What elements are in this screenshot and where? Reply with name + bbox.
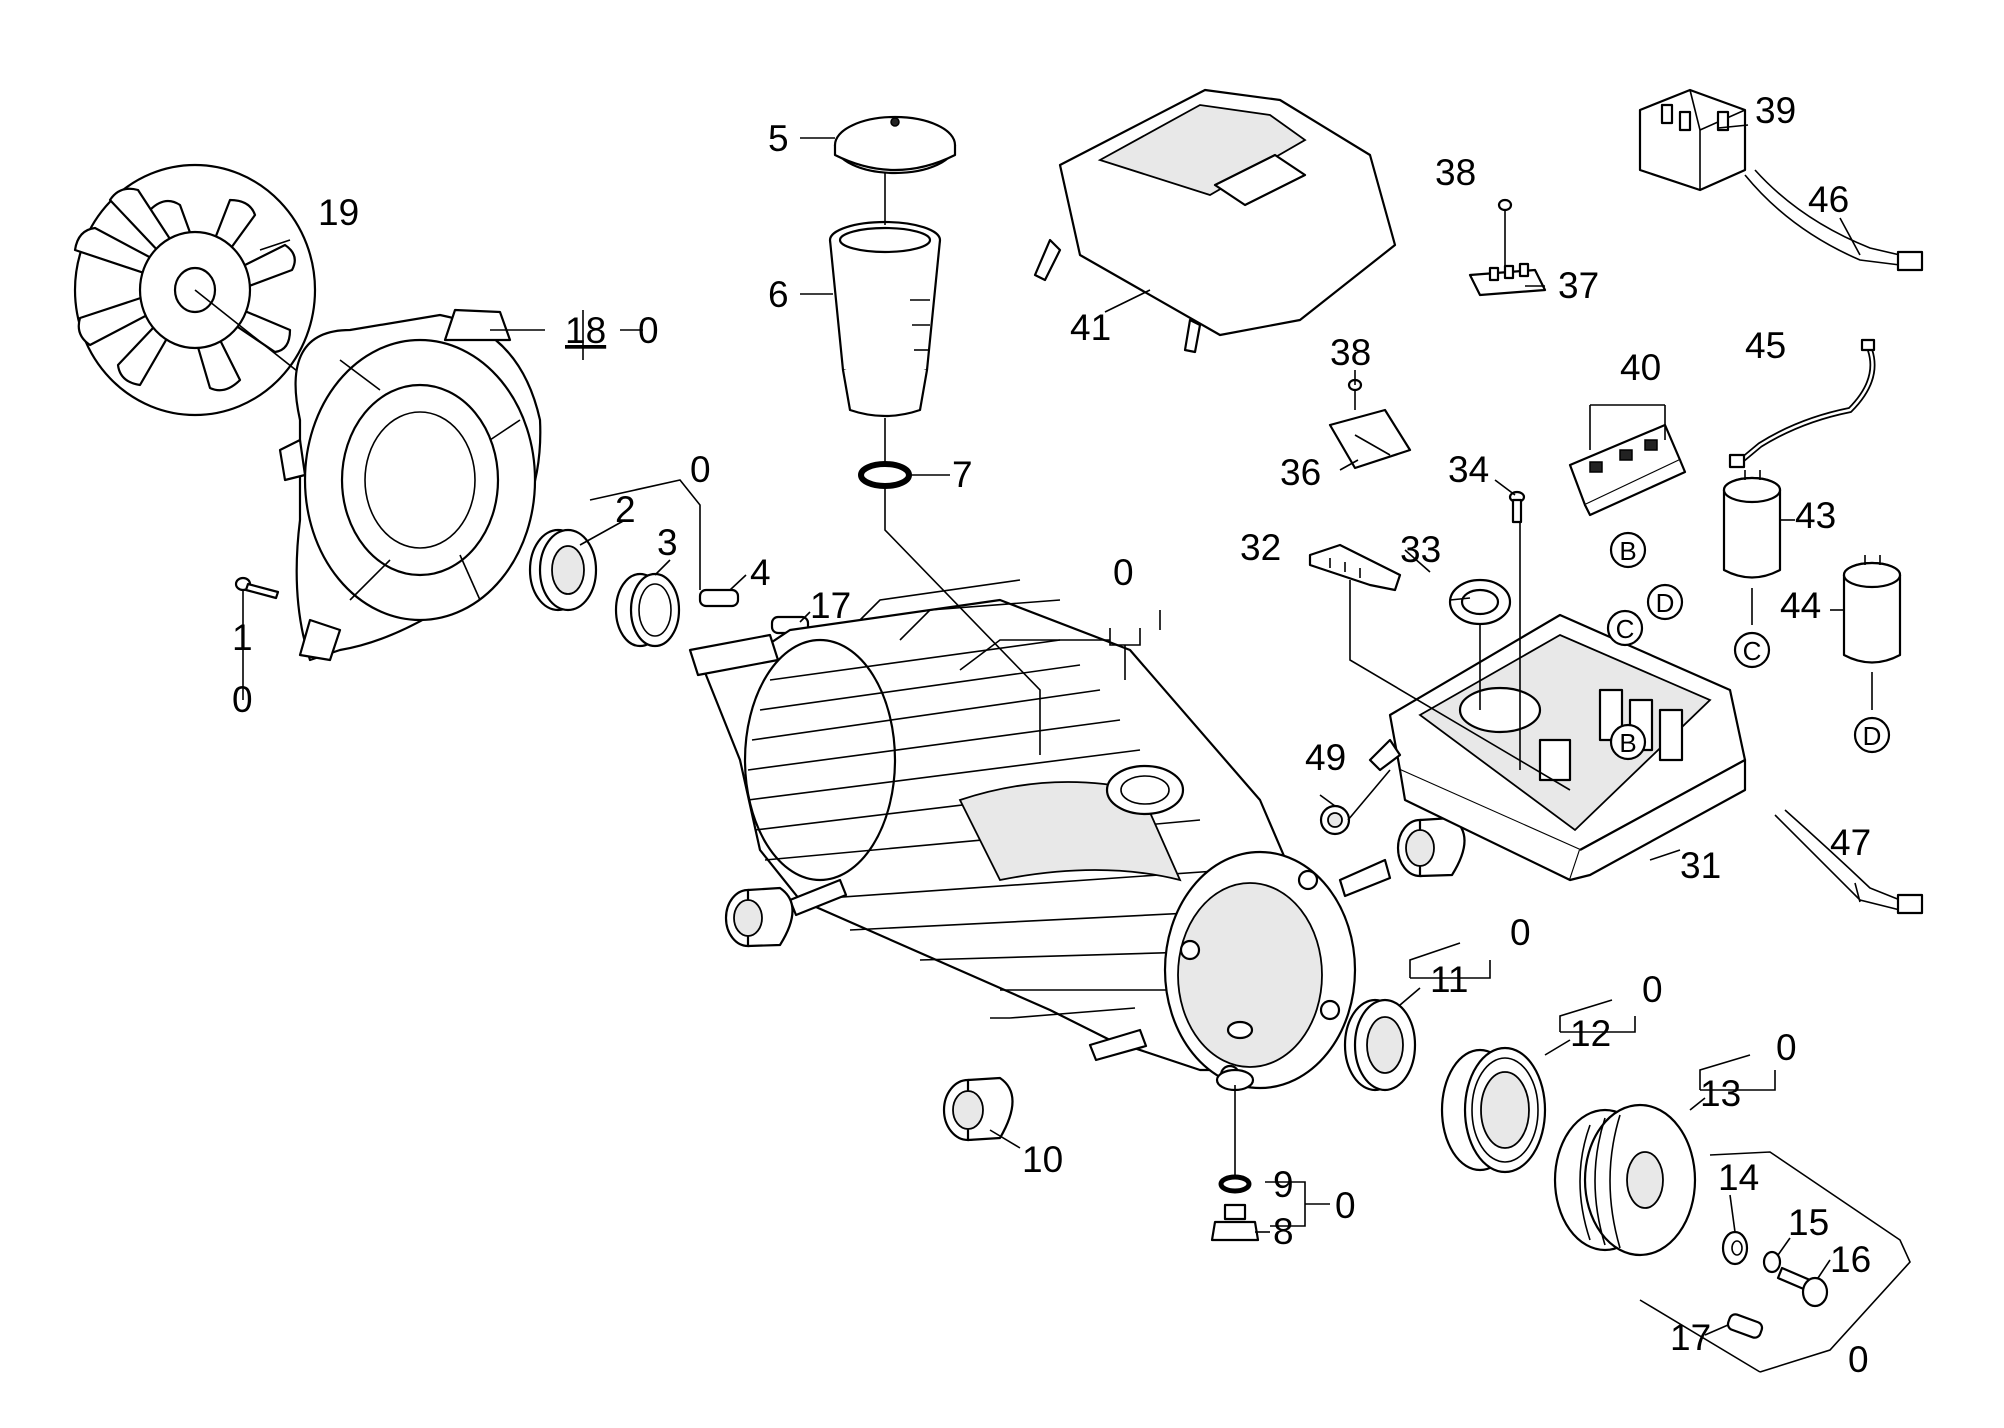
label-32: 32 [1240,527,1281,568]
label-16: 16 [1830,1239,1871,1280]
rubber-foot-10-c [1396,816,1466,878]
label-19: 19 [318,192,359,233]
screw-1 [234,576,280,600]
label-0-drain: 0 [1335,1185,1356,1226]
connector-c-2: C [1743,636,1762,666]
label-0-pulley-13: 0 [1776,1027,1797,1068]
label-45: 45 [1745,325,1786,366]
label-0-pulley-group: 0 [1848,1339,1869,1380]
label-4: 4 [750,552,771,593]
label-39: 39 [1755,90,1796,131]
label-31: 31 [1680,845,1721,886]
label-36: 36 [1280,452,1321,493]
seal-11 [1343,998,1417,1092]
capacitor-43 [1722,470,1782,579]
leader-lines [242,124,1911,1373]
label-10: 10 [1022,1139,1063,1180]
label-17-top: 17 [810,585,851,626]
circuit-board-40 [1568,423,1687,517]
label-0-seal-11: 0 [1510,912,1531,953]
label-0-fan-shroud: 0 [638,310,659,351]
label-7: 7 [952,454,973,495]
label-13: 13 [1700,1073,1741,1114]
lock-washer-15 [1762,1250,1782,1274]
label-2: 2 [615,489,636,530]
label-18: 18 [565,310,606,351]
clamp-37 [1468,262,1547,297]
pulley-13 [1553,1103,1697,1257]
connector-d-1: D [1656,588,1675,618]
shaft-seal-2 [528,528,598,612]
cable-clamp-36 [1328,408,1412,470]
label-6: 6 [768,274,789,315]
connector-b-1: B [1619,536,1636,566]
fan-shroud [278,308,542,662]
connector-c-1: C [1616,614,1635,644]
oil-cap-5 [833,115,957,175]
rubber-foot-10-b [942,1076,1014,1142]
key-4 [698,588,740,608]
screw-38-upper [1497,198,1513,240]
motor-housing [688,579,1392,1092]
bearing-12 [1440,1046,1547,1174]
label-34: 34 [1448,449,1489,490]
label-38-upper: 38 [1435,152,1476,193]
drain-plug-8 [1210,1203,1260,1242]
switch-39 [1638,88,1747,192]
label-46: 46 [1808,179,1849,220]
screw-34 [1508,490,1526,524]
part-labels: 5 6 7 19 18 0 0 2 3 4 17 1 0 0 41 38 37 … [232,90,1871,1380]
label-41: 41 [1070,307,1111,348]
connector-b-2: B [1619,728,1636,758]
label-38-lower: 38 [1330,332,1371,373]
cable-47 [1774,809,1924,915]
label-0-seal-group: 0 [690,449,711,490]
label-33: 33 [1400,529,1441,570]
label-9: 9 [1273,1164,1294,1205]
washer-14 [1721,1230,1749,1266]
connector-markers: B B C C D D [1606,531,1891,761]
strain-relief-32 [1308,543,1402,592]
grommet-49 [1319,804,1351,836]
label-1: 1 [232,617,253,658]
label-17-bottom: 17 [1670,1317,1711,1358]
label-44: 44 [1780,585,1821,626]
washer-9 [1218,1174,1252,1194]
cable-45 [1728,338,1876,469]
capacitor-44 [1842,555,1902,664]
label-37: 37 [1558,265,1599,306]
label-47: 47 [1830,822,1871,863]
label-14: 14 [1718,1157,1759,1198]
label-15: 15 [1788,1202,1829,1243]
cable-46 [1744,169,1924,272]
bolt-16 [1776,1266,1829,1308]
fan-impeller [73,163,511,541]
o-ring-7 [858,461,912,489]
label-3: 3 [657,522,678,563]
cable-grommet-33 [1448,578,1512,626]
label-0-housing: 0 [1113,552,1134,593]
key-17-bottom [1726,1313,1764,1339]
rubber-foot-10-a [724,886,794,948]
label-8: 8 [1273,1211,1294,1252]
label-5: 5 [768,118,789,159]
label-12: 12 [1570,1013,1611,1054]
bearing-ring-3 [614,572,681,648]
label-43: 43 [1795,495,1836,536]
label-0-screw: 0 [232,679,253,720]
label-49: 49 [1305,737,1346,778]
oil-reservoir-6 [828,220,942,418]
label-40: 40 [1620,347,1661,388]
label-11: 11 [1430,959,1468,1000]
connector-d-2: D [1863,721,1882,751]
label-0-bearing-12: 0 [1642,969,1663,1010]
control-box-cover-41 [1033,88,1397,354]
